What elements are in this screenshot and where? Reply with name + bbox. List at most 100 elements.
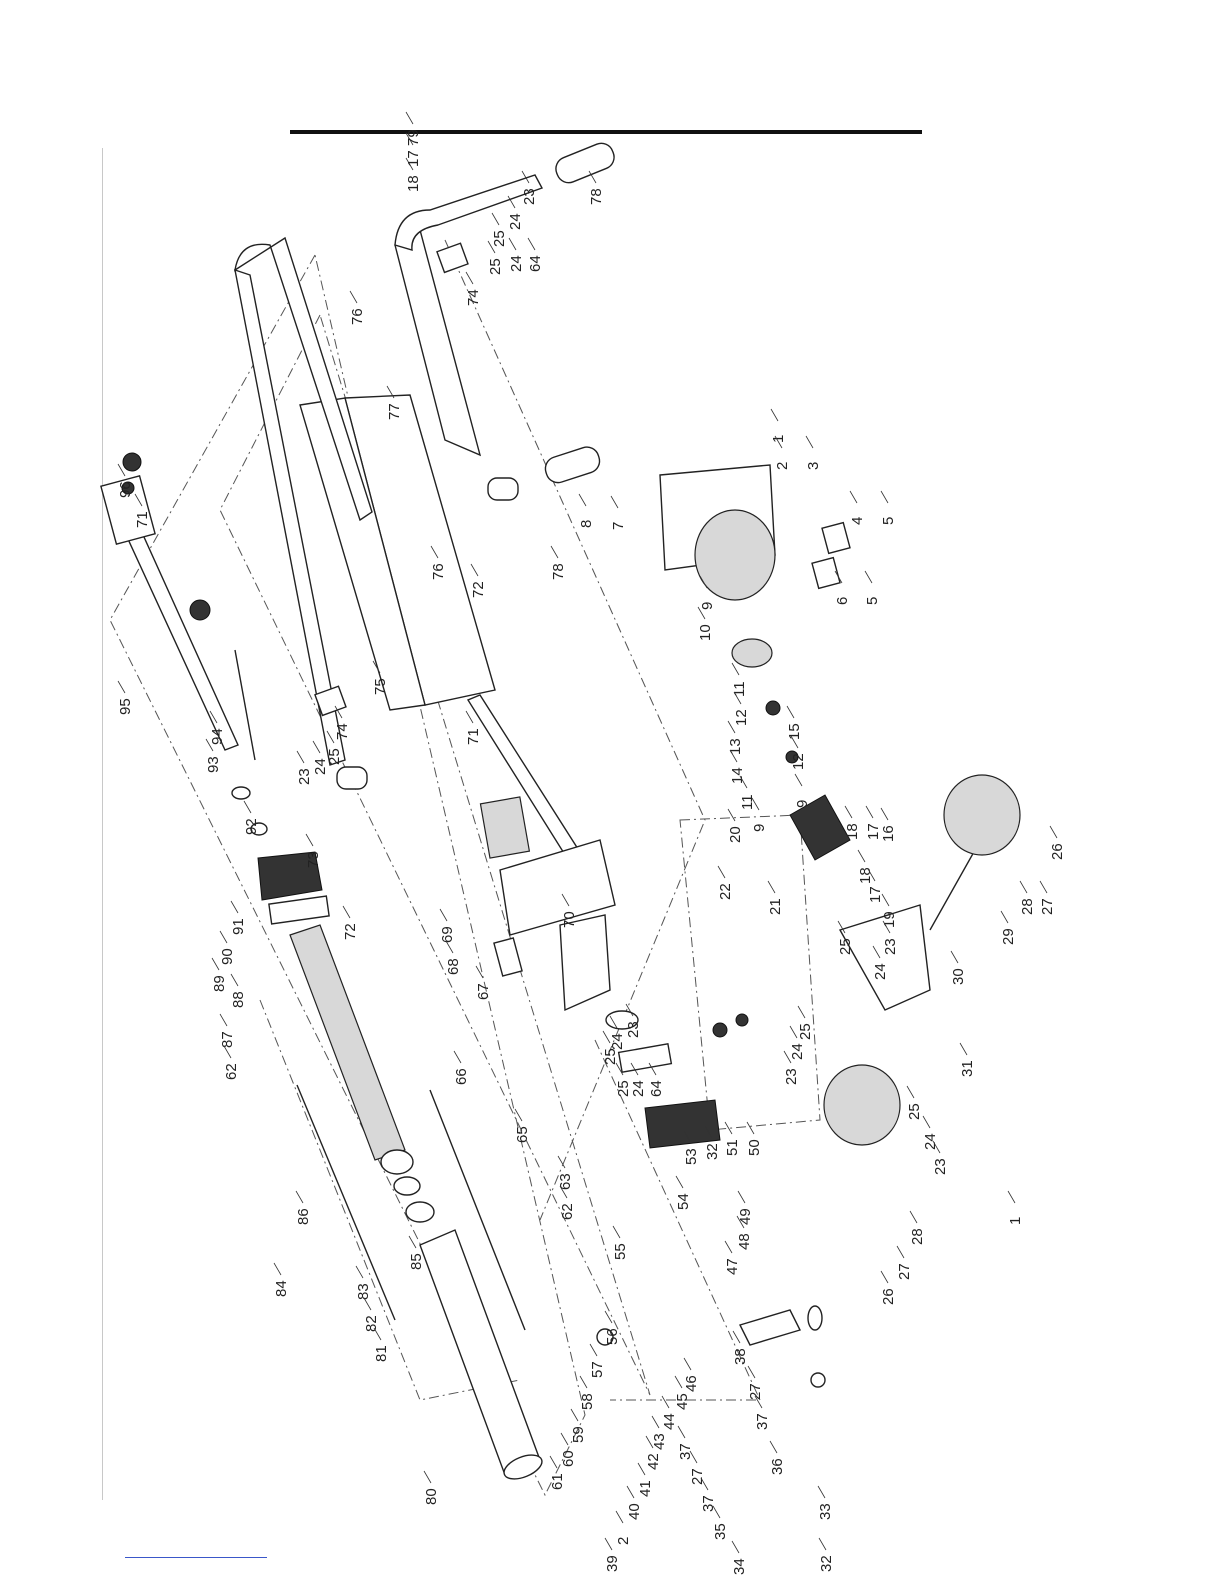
knob-94 <box>189 599 211 621</box>
wedge-67 <box>499 839 616 936</box>
leader-line <box>727 808 736 822</box>
leader-line <box>373 1327 382 1341</box>
part-number: 2 <box>615 1537 632 1545</box>
guide-right <box>444 239 706 1221</box>
leader-line <box>712 1505 721 1519</box>
leader-line <box>774 435 783 449</box>
callout-26: 26 <box>1049 825 1066 860</box>
part-number: 36 <box>769 1458 786 1475</box>
part-number: 40 <box>626 1503 643 1520</box>
leader-line <box>610 495 619 509</box>
callout-18: 18 <box>857 849 874 884</box>
leader-line <box>880 1270 889 1284</box>
part-number: 23 <box>625 1021 642 1038</box>
axle-bracket-31 <box>838 904 931 1011</box>
leader-line <box>677 1425 686 1439</box>
callout-91: 91 <box>230 900 247 935</box>
callout-64: 64 <box>527 237 544 272</box>
part-number: 95 <box>117 698 134 715</box>
part-number: 91 <box>230 918 247 935</box>
part-number: 85 <box>408 1253 425 1270</box>
callout-25: 25 <box>615 1062 632 1097</box>
leader-line <box>578 493 587 507</box>
leader-line <box>872 945 881 959</box>
callout-23: 23 <box>932 1140 949 1175</box>
part-number: 5 <box>864 597 881 605</box>
part-number: 25 <box>487 258 504 275</box>
leader-line <box>609 1015 618 1029</box>
callout-64: 64 <box>648 1062 665 1097</box>
part-number: 1 <box>770 435 787 443</box>
part-number: 78 <box>588 188 605 205</box>
part-number: 89 <box>211 975 228 992</box>
callout-56: 56 <box>604 1310 621 1345</box>
part-number: 93 <box>205 756 222 773</box>
leader-line <box>570 1408 579 1422</box>
callout-17: 17 <box>865 805 882 840</box>
pump-21 <box>789 794 851 861</box>
callout-25: 25 <box>797 1005 814 1040</box>
part-number: 25 <box>906 1103 923 1120</box>
part-number: 30 <box>950 968 967 985</box>
foot-6 <box>811 556 841 590</box>
part-number: 81 <box>373 1345 390 1362</box>
leader-line <box>626 1485 635 1499</box>
grip-78 <box>544 446 601 484</box>
part-number: 25 <box>837 938 854 955</box>
callout-9: 9 <box>794 773 811 808</box>
callout-14: 14 <box>729 749 746 784</box>
part-number: 24 <box>789 1043 806 1060</box>
part-number: 17 <box>405 150 422 167</box>
part-number: 18 <box>405 175 422 192</box>
leader-line <box>699 575 708 589</box>
leader-line <box>950 950 959 964</box>
guide-axle <box>679 814 821 1131</box>
callout-1: 1 <box>770 408 787 443</box>
callout-74: 74 <box>334 705 351 740</box>
part-number: 87 <box>219 1031 236 1048</box>
leader-line <box>559 1185 568 1199</box>
part-number: 24 <box>609 1033 626 1050</box>
handle-bar-73 <box>234 268 346 766</box>
grip-78-top <box>555 142 615 184</box>
part-number: 53 <box>683 1148 700 1165</box>
callout-5: 5 <box>880 490 897 525</box>
footer-link-underline[interactable] <box>125 1557 267 1558</box>
part-number: 28 <box>1019 898 1036 915</box>
rod-92 <box>234 649 256 761</box>
leader-line <box>219 1013 228 1027</box>
part-number: 62 <box>223 1063 240 1080</box>
callout-76: 76 <box>430 545 447 580</box>
part-number: 20 <box>727 826 744 843</box>
callout-59: 59 <box>570 1408 587 1443</box>
leader-line <box>326 730 335 744</box>
leader-line <box>864 570 873 584</box>
part-number: 24 <box>922 1133 939 1150</box>
leader-line <box>445 940 454 954</box>
part-number: 90 <box>219 948 236 965</box>
oring-63 <box>605 1010 639 1030</box>
part-number: 17 <box>867 886 884 903</box>
cap-72b <box>487 477 519 501</box>
leader-line <box>857 849 866 863</box>
callout-36: 36 <box>769 1440 786 1475</box>
part-number: 27 <box>689 1468 706 1485</box>
leader-line <box>817 1485 826 1499</box>
bracket-74 <box>436 242 469 274</box>
part-number: 34 <box>731 1558 748 1575</box>
callout-62: 62 <box>223 1045 240 1080</box>
callout-55: 55 <box>612 1225 629 1260</box>
part-number: 50 <box>746 1139 763 1156</box>
leader-line <box>675 1175 684 1189</box>
leader-line <box>689 1450 698 1464</box>
bracket-65 <box>559 914 611 1012</box>
callout-42: 42 <box>645 1435 662 1470</box>
seal-82 <box>393 1176 421 1196</box>
part-number: 9 <box>751 824 768 832</box>
leader-line <box>223 1045 232 1059</box>
knob-50 <box>735 1013 749 1027</box>
handle-bend-73 <box>234 236 373 522</box>
callout-57: 57 <box>589 1343 606 1378</box>
leader-line <box>797 1005 806 1019</box>
leader-line <box>790 735 799 749</box>
